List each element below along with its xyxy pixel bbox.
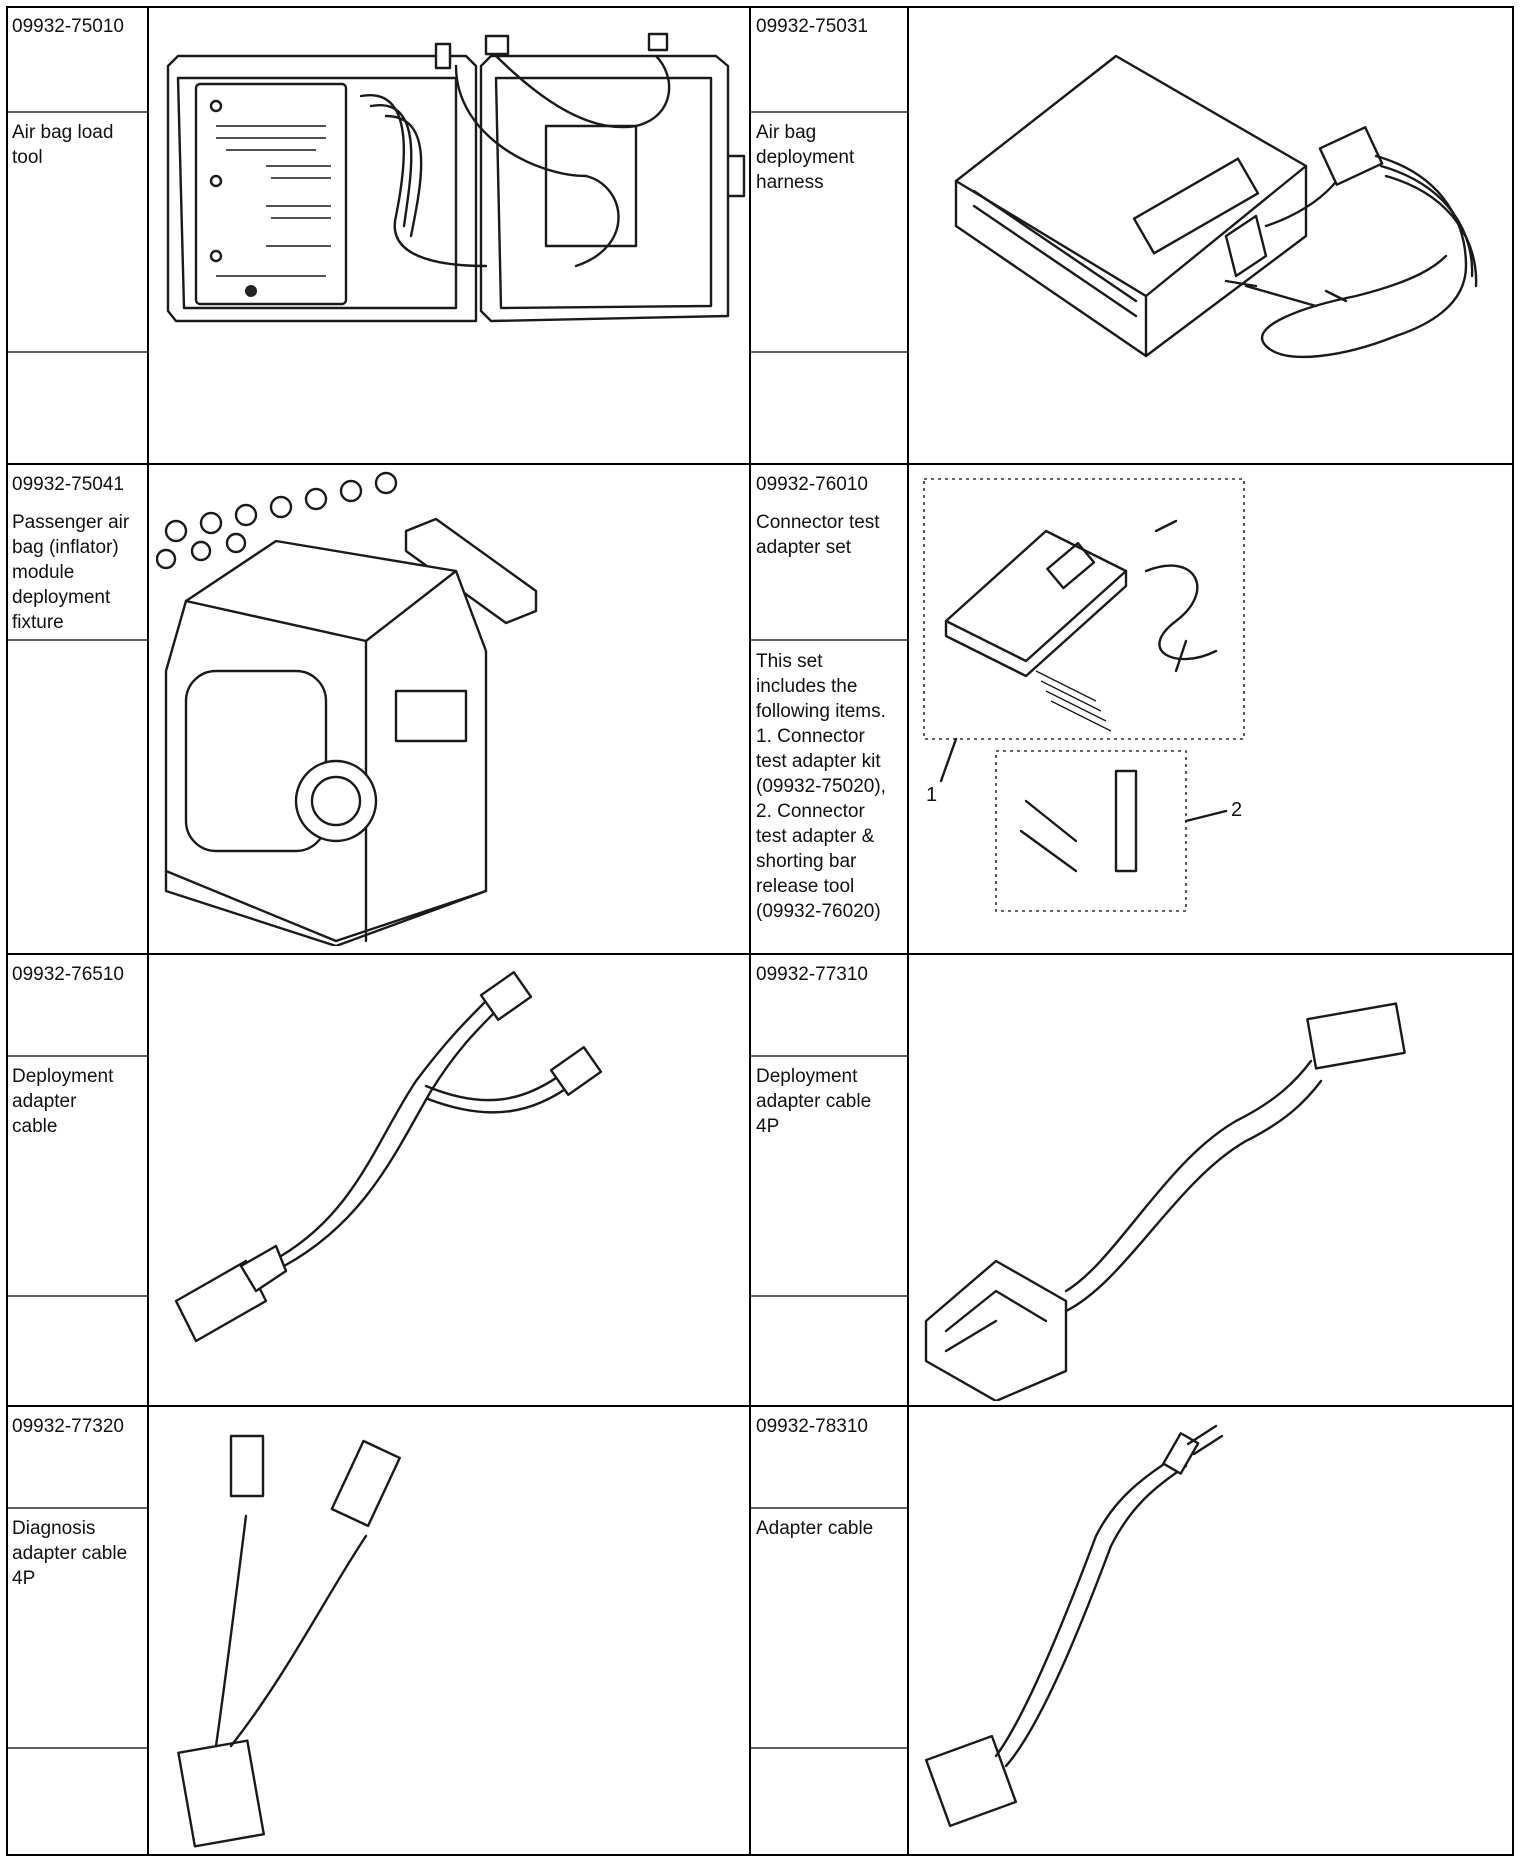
tool-name: Air bag deployment harness [756, 122, 855, 193]
test-adapter-set-icon: 1 2 [923, 478, 1245, 912]
svg-text:2: 2 [1231, 799, 1242, 821]
tool-note: This set includes the following items. 1… [756, 651, 886, 922]
deployment-harness-box-icon [954, 54, 1478, 359]
part-number: 09932-75010 [12, 16, 124, 37]
tool-name: Air bag load tool [12, 122, 114, 168]
special-tools-table: 09932-75010 Air bag load tool 09932-7503… [6, 6, 1514, 1856]
part-number: 09932-78310 [756, 1416, 868, 1437]
table-grid [6, 6, 1514, 1856]
svg-text:1: 1 [926, 784, 937, 806]
load-tool-case-icon [166, 32, 746, 323]
deployment-fixture-icon [156, 471, 538, 946]
tool-name: Deployment adapter cable 4P [756, 1066, 872, 1137]
part-number: 09932-75041 [12, 474, 124, 495]
part-number: 09932-76510 [12, 964, 124, 985]
tool-name: Adapter cable [756, 1518, 874, 1539]
tool-name: Passenger air bag (inflator) module depl… [12, 512, 130, 633]
adapter-cable-icon [174, 971, 603, 1343]
tool-name: Deployment adapter cable [12, 1066, 114, 1137]
adapter-cable-icon [924, 1002, 1406, 1401]
part-number: 09932-76010 [756, 474, 868, 495]
tool-name: Connector test adapter set [756, 512, 880, 558]
tool-name: Diagnosis adapter cable 4P [12, 1518, 128, 1589]
part-number: 09932-75031 [756, 16, 868, 37]
part-number: 09932-77320 [12, 1416, 124, 1437]
adapter-cable-icon [177, 1434, 401, 1848]
part-number: 09932-77310 [756, 964, 868, 985]
adapter-cable-icon [924, 1424, 1224, 1828]
